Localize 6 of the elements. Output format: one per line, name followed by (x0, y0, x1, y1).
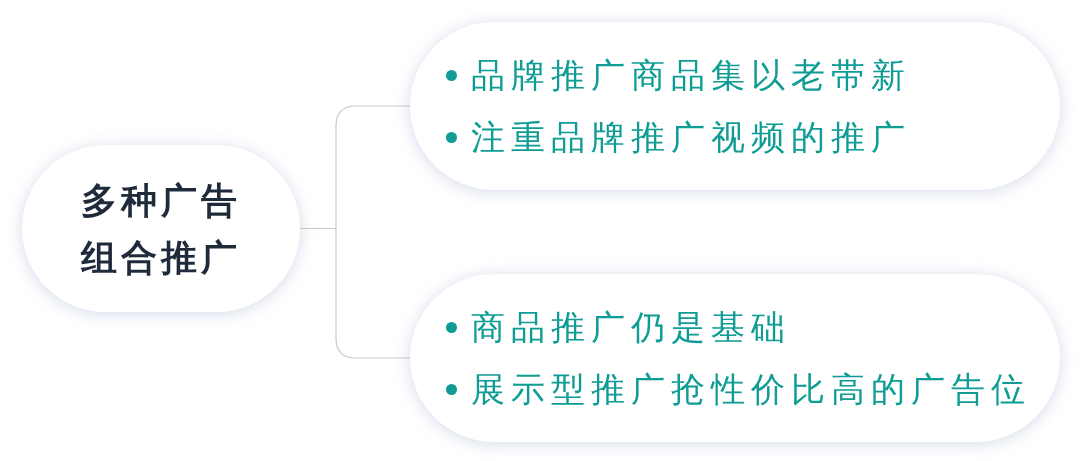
bullet-text: 商品推广仍是基础 (471, 307, 791, 348)
bullet-text: 展示型推广抢性价比高的广告位 (471, 369, 1031, 410)
bullet-text: 注重品牌推广视频的推广 (471, 117, 911, 158)
topic-label: 多种广告组合推广 (79, 178, 242, 280)
bullet-text: 品牌推广商品集以老带新 (471, 55, 911, 96)
connector-line (299, 227, 411, 359)
